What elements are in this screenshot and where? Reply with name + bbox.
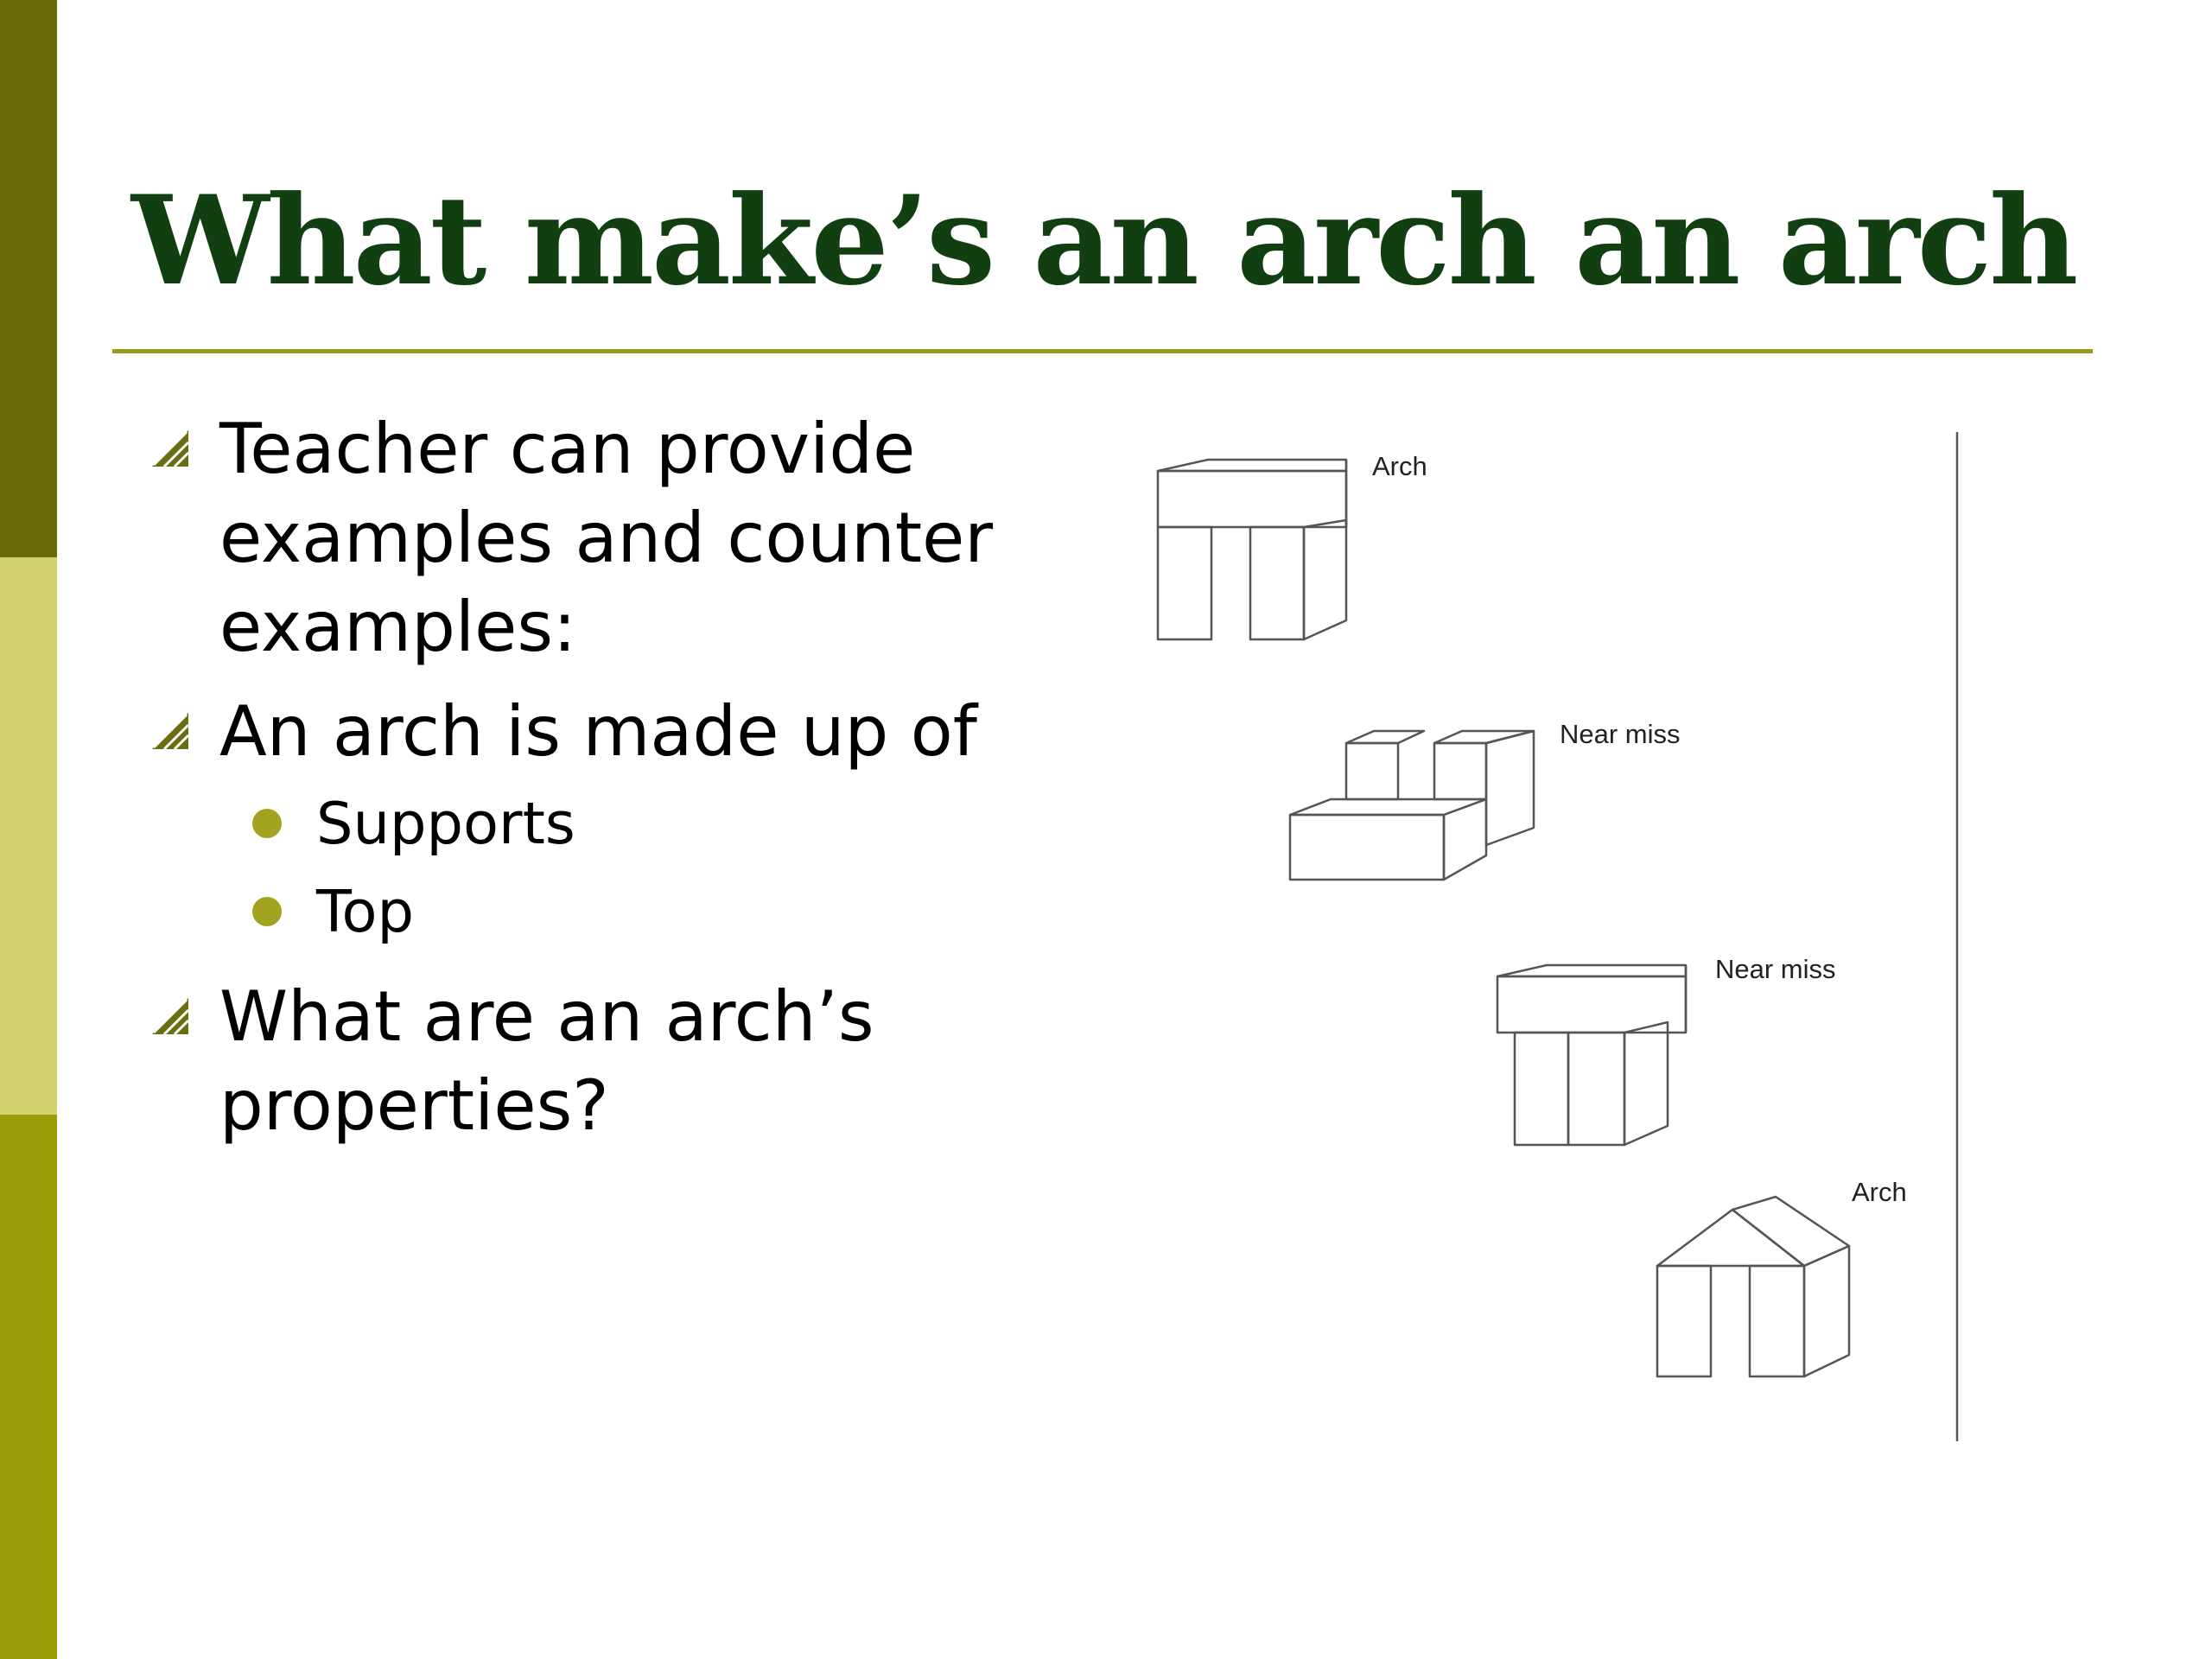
sub-bullet-item: Top [252,873,414,950]
title-divider [112,349,2093,353]
side-strip-dark [0,0,57,557]
arch-block-drawing-1 [1156,458,1348,641]
bullet-text: Teacher can provide examples and counter… [219,409,994,667]
sub-bullet-text: Top [316,878,415,945]
near-miss-block-drawing-2 [1496,963,1688,1147]
bullet-dot-icon [252,897,282,926]
figure-label: Arch [1372,451,1427,481]
bullet-text: What are an arch’s properties? [219,976,874,1146]
bullet-item: An arch is made up of [150,687,1101,776]
arch-block-drawing-2 [1656,1195,1851,1378]
side-strip-olive [0,1115,57,1659]
side-strip-light [0,557,57,1115]
sub-bullet-item: Supports [252,785,575,862]
sub-bullet-text: Supports [316,790,575,857]
near-miss-block-drawing-1 [1288,729,1535,881]
bullet-dot-icon [252,809,282,838]
figure-label: Near miss [1715,954,1836,984]
figure-label: Arch [1852,1177,1907,1207]
figure-label: Near miss [1560,719,1681,749]
slide-title: What make’s an arch an arch [131,169,2078,313]
bullet-item: Teacher can provide examples and counter… [150,404,1101,671]
hatched-triangle-icon [152,998,190,1036]
hatched-triangle-icon [152,430,190,468]
bullet-text: An arch is made up of [219,691,977,772]
hatched-triangle-icon [152,713,190,751]
bullet-item: What are an arch’s properties? [150,972,1101,1150]
